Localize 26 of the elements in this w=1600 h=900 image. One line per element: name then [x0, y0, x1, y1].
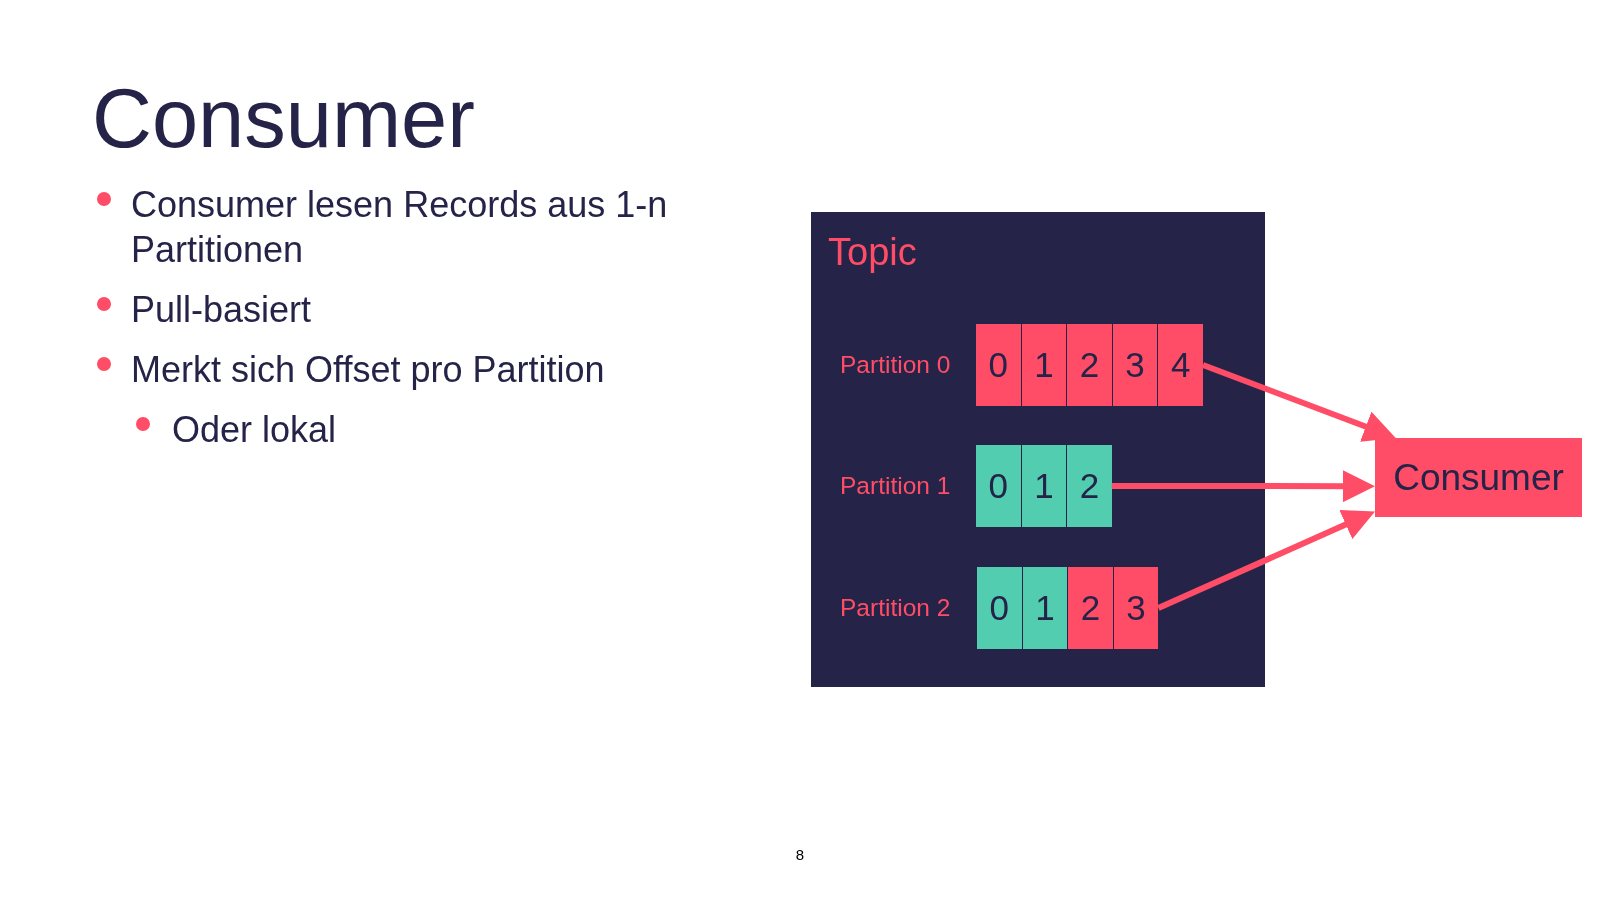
partition-label: Partition 2 — [840, 593, 951, 623]
bullet-text: Merkt sich Offset pro Partition — [131, 348, 605, 392]
arrow — [1201, 362, 1397, 442]
topic-panel — [811, 212, 1265, 687]
record-cell: 0 — [976, 324, 1021, 406]
consumer-box: Consumer — [1375, 438, 1582, 517]
bullet-text: Oder lokal — [172, 408, 337, 452]
record-cell: 0 — [976, 445, 1021, 527]
record-cell: 2 — [1068, 567, 1113, 649]
record-cell: 2 — [1067, 445, 1112, 527]
record-cell: 4 — [1158, 324, 1203, 406]
slide-title: Consumer — [92, 77, 475, 160]
record-cell: 2 — [1067, 324, 1112, 406]
record-cell: 3 — [1112, 324, 1158, 406]
record-cell: 1 — [1021, 324, 1067, 406]
bullet-text: Consumer lesen Records aus 1-n Partitionen — [131, 183, 669, 272]
record-cell: 1 — [1022, 567, 1068, 649]
bullet-text: Pull-basiert — [131, 288, 312, 332]
panel-title: Topic — [828, 233, 917, 271]
arrow — [1111, 470, 1375, 503]
record-cell: 3 — [1113, 567, 1159, 649]
partition-label: Partition 1 — [840, 471, 951, 501]
partition-label: Partition 0 — [840, 350, 951, 380]
record-cell: 1 — [1021, 445, 1067, 527]
page-number: 8 — [794, 846, 806, 864]
record-cell: 0 — [977, 567, 1022, 649]
